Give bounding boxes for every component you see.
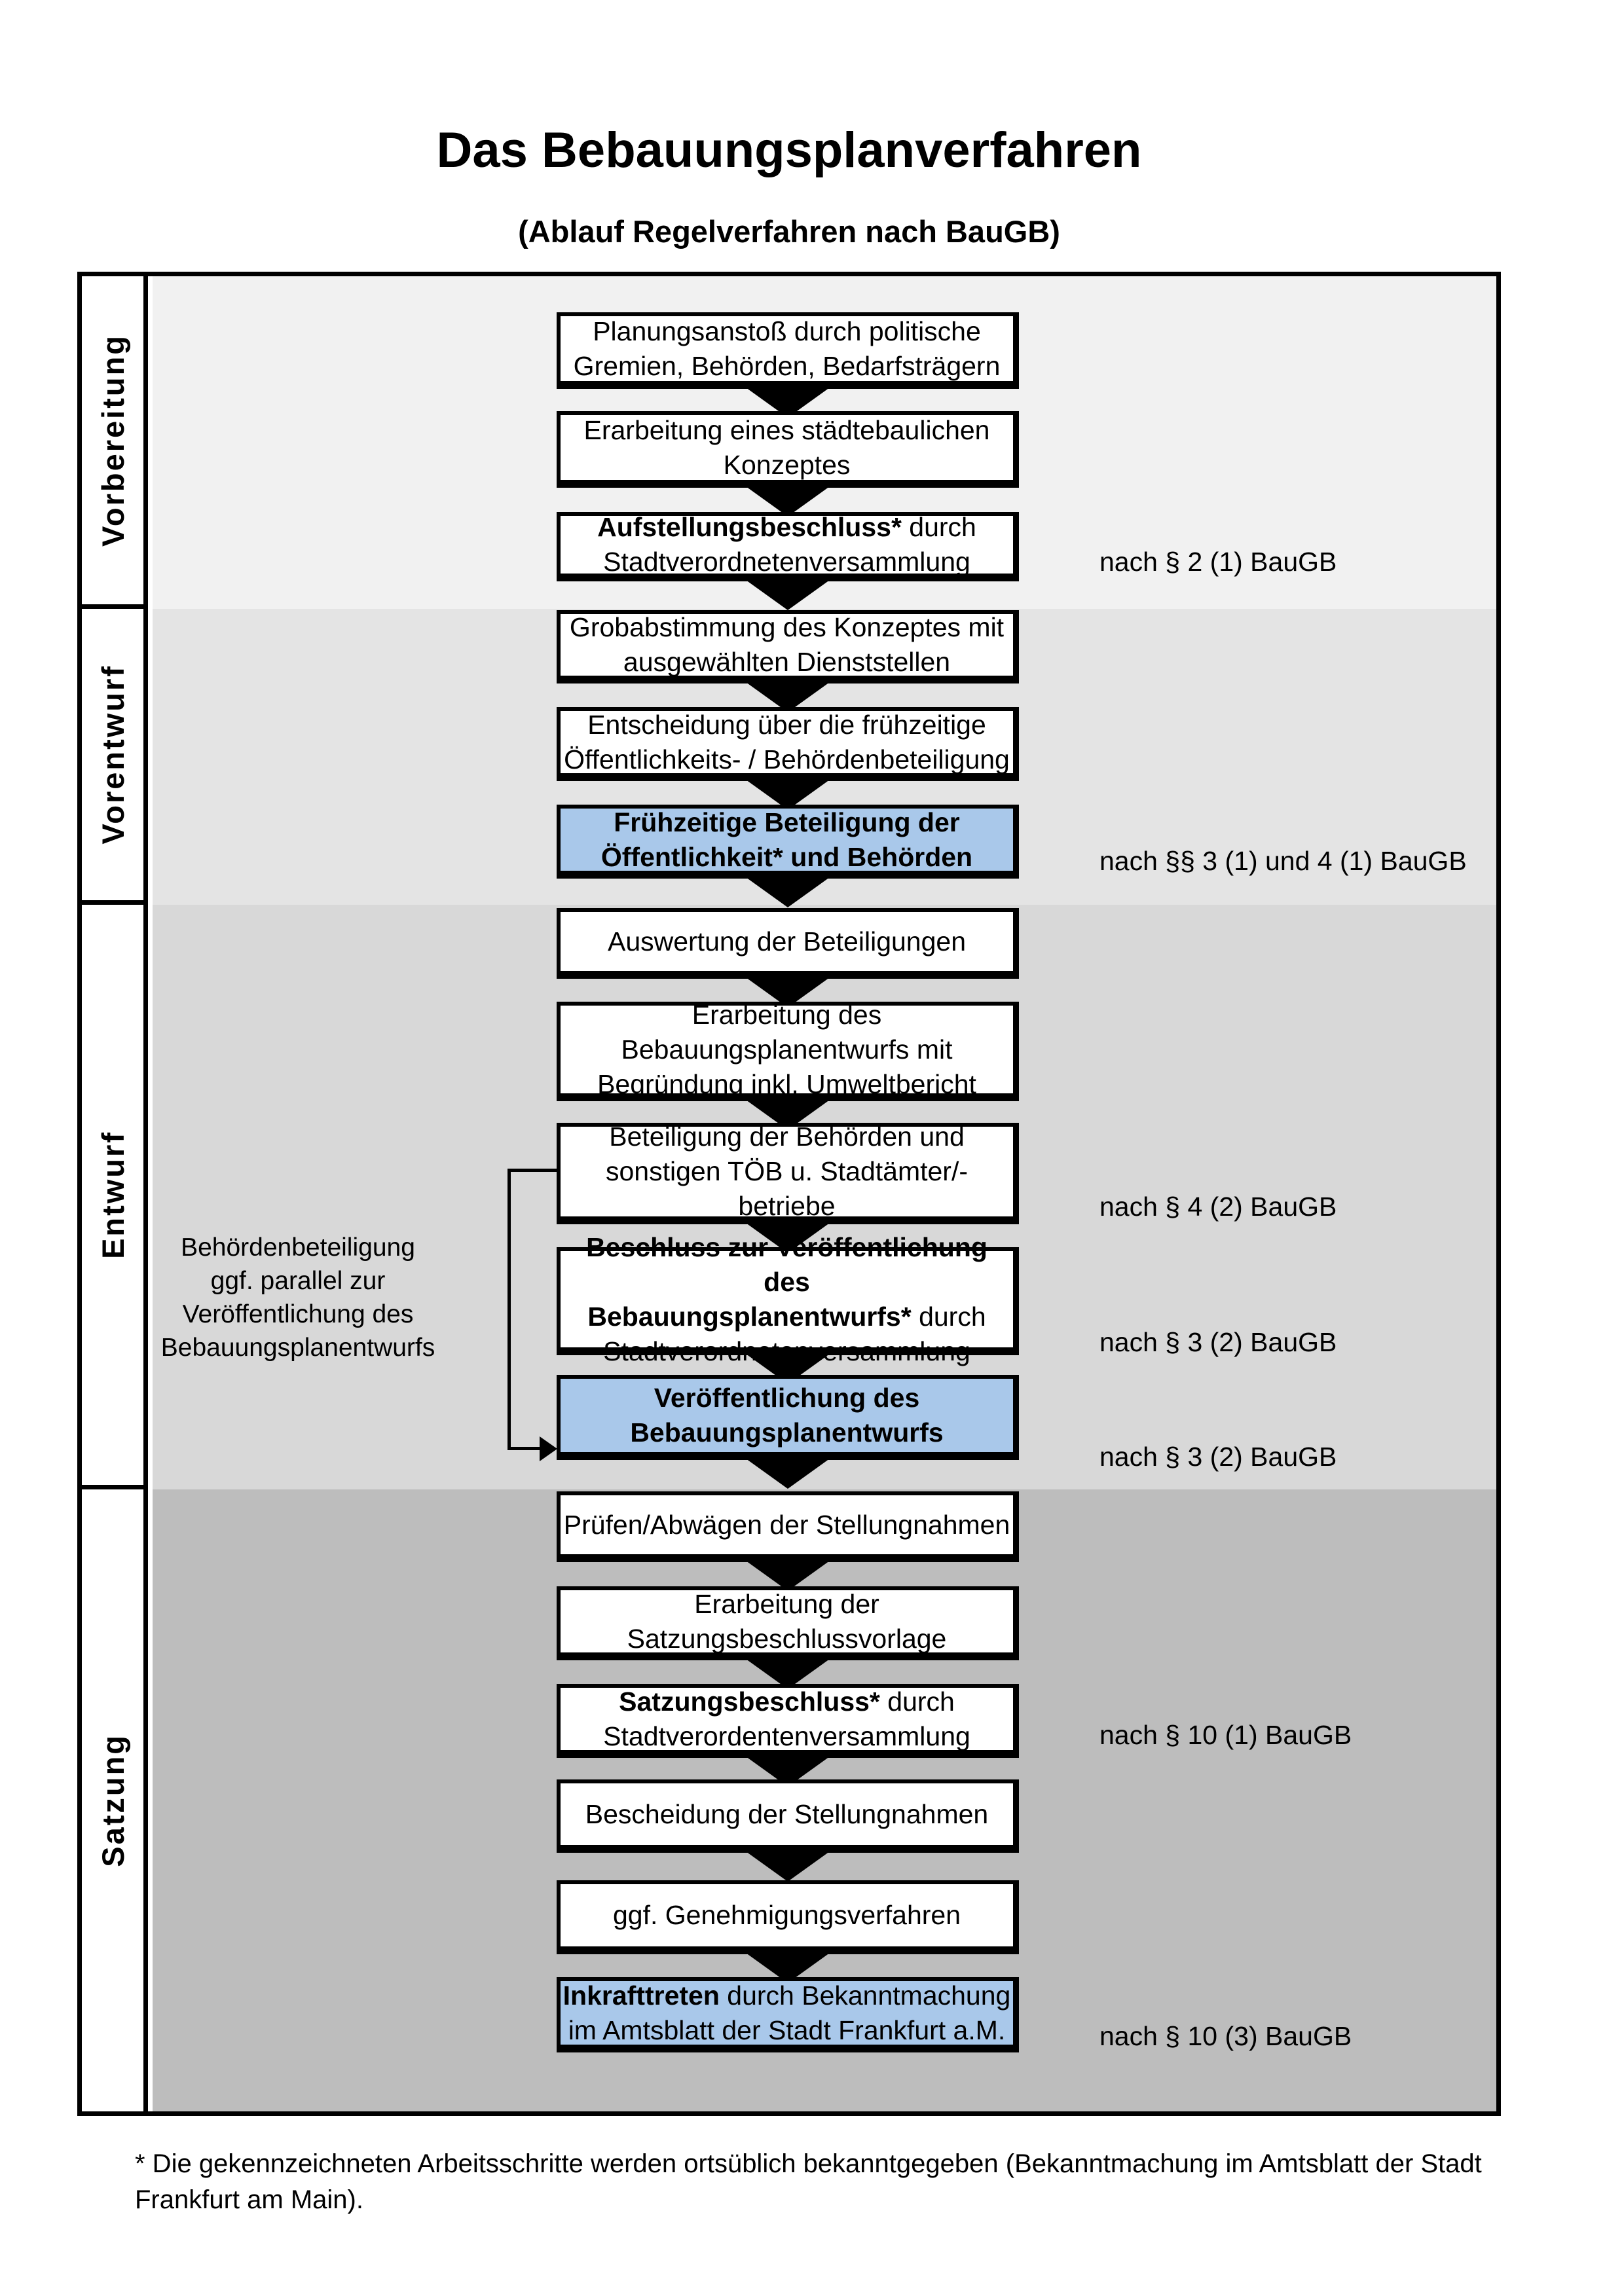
page-title: Das Bebauungsplanverfahren <box>436 122 1142 178</box>
flow-box-auswertung: Auswertung der Beteiligungen <box>557 908 1019 979</box>
phase-label-satzung: Satzung <box>82 1489 148 2111</box>
page-subtitle: (Ablauf Regelverfahren nach BauGB) <box>518 214 1060 249</box>
footnote: * Die gekennzeichneten Arbeitsschritte w… <box>135 2149 1482 2214</box>
flow-box-satzungsbeschlussvorlage: Erarbeitung der Satzungsbeschlussvorlage <box>557 1586 1019 1660</box>
flow-arrow-down-icon <box>746 486 830 517</box>
process-frame: Vorbereitung Vorentwurf Entwurf Satzung … <box>77 272 1501 2116</box>
flow-box-beteiligung-behoerden: Beteiligung der Behörden und sonstigen T… <box>557 1121 1019 1224</box>
flow-arrow-down-icon <box>746 877 830 907</box>
flow-box-bescheidung: Bescheidung der Stellungnahmen <box>557 1779 1019 1853</box>
flow-arrow-down-icon <box>746 580 830 610</box>
flow-box-entscheidung-beteiligung: Entscheidung über die frühzeitige Öffent… <box>557 707 1019 781</box>
flow-box-planungsanstoss: Planungsanstoß durch politische Gremien,… <box>557 312 1019 389</box>
flow-box-inkrafttreten: Inkrafttreten durch Bekanntmachung im Am… <box>557 1977 1019 2052</box>
flow-arrow-down-icon <box>746 1561 830 1591</box>
bracket-line-top <box>507 1169 557 1172</box>
side-annotation: Behördenbeteiligung ggf. parallel zur Ve… <box>160 1233 435 1362</box>
flow-box-aufstellungsbeschluss: Aufstellungsbeschluss* durch Stadtverord… <box>557 512 1019 581</box>
flow-box-veroeffentlichung: Veröffentlichung des Bebauungsplanentwur… <box>557 1375 1019 1460</box>
legal-ref-fruehzeitige-beteiligung: nach §§ 3 (1) und 4 (1) BauGB <box>1099 846 1467 876</box>
bracket-line-vertical <box>507 1169 511 1450</box>
legal-ref-inkrafttreten: nach § 10 (3) BauGB <box>1099 2021 1352 2051</box>
phase-label-vorbereitung: Vorbereitung <box>82 276 148 609</box>
legal-ref-beschluss-veroeffentlichung: nach § 3 (2) BauGB <box>1099 1327 1337 1357</box>
legal-ref-veroeffentlichung: nach § 3 (2) BauGB <box>1099 1442 1337 1472</box>
legal-ref-beteiligung-behoerden: nach § 4 (2) BauGB <box>1099 1192 1337 1222</box>
flow-box-genehmigungsverfahren: ggf. Genehmigungsverfahren <box>557 1880 1019 1954</box>
legal-ref-aufstellungsbeschluss: nach § 2 (1) BauGB <box>1099 547 1337 577</box>
flow-box-staedtebauliches-konzept: Erarbeitung eines städtebaulichen Konzep… <box>557 411 1019 488</box>
phase-column: Vorbereitung Vorentwurf Entwurf Satzung <box>82 276 153 2111</box>
phase-label-entwurf: Entwurf <box>82 905 148 1489</box>
flow-box-erarbeitung-entwurf: Erarbeitung des Bebauungsplanentwurfs mi… <box>557 1000 1019 1101</box>
phase-label-vorentwurf: Vorentwurf <box>82 609 148 905</box>
bracket-line-bottom <box>507 1447 542 1450</box>
flow-arrow-down-icon <box>746 1851 830 1882</box>
flow-arrow-down-icon <box>746 1459 830 1489</box>
legal-ref-satzungsbeschluss: nach § 10 (1) BauGB <box>1099 1720 1352 1750</box>
bracket-arrowhead-icon <box>540 1436 557 1461</box>
flow-box-grobabstimmung: Grobabstimmung des Konzeptes mit ausgewä… <box>557 610 1019 683</box>
flow-box-satzungsbeschluss: Satzungsbeschluss* durch Stadtverordente… <box>557 1684 1019 1758</box>
flow-box-pruefen-abwaegen: Prüfen/Abwägen der Stellungnahmen <box>557 1491 1019 1562</box>
flow-box-beschluss-veroeffentlichung: Beschluss zur Veröffentlichung des Bebau… <box>557 1232 1019 1366</box>
flow-box-fruehzeitige-beteiligung: Frühzeitige Beteiligung der Öffentlichke… <box>557 805 1019 879</box>
